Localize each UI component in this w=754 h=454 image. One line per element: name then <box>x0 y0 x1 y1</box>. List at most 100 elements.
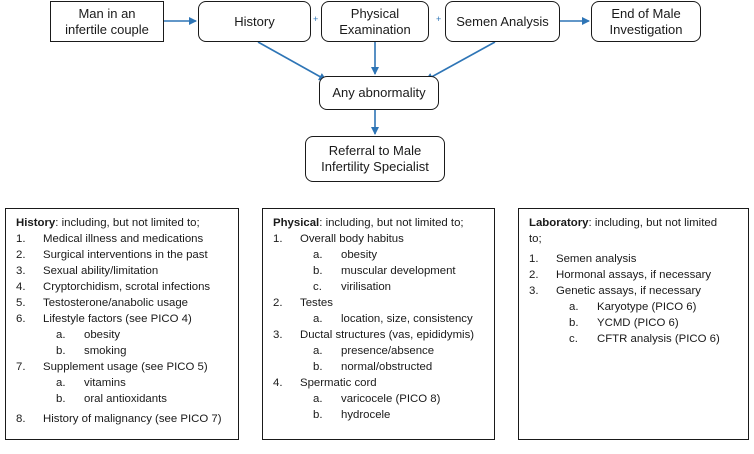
list-sub-item: b.muscular development <box>273 263 486 279</box>
list-sub-item: a. obesity <box>16 327 230 343</box>
list-item-text: vitamins <box>84 377 126 389</box>
list-item-marker: a. <box>313 313 323 325</box>
list-item-marker: a. <box>313 249 323 261</box>
list-item-text: obesity <box>341 249 378 261</box>
list-item-text: Genetic assays, if necessary <box>556 285 701 297</box>
physical-panel-title: Physical: including, but not limited to; <box>273 217 464 229</box>
list-item-marker: a. <box>56 329 66 341</box>
history-panel-title: History: including, but not limited to; <box>16 217 200 229</box>
plus-sign: + <box>436 14 442 24</box>
list-item-text: smoking <box>84 345 127 357</box>
list-sub-item: b.YCMD (PICO 6) <box>529 315 740 331</box>
list-sub-item: a. Karyotype (PICO 6) <box>529 299 740 315</box>
list-item-marker: 5. <box>16 297 26 309</box>
list-item-marker: a. <box>569 301 579 313</box>
list-item-marker: 8. <box>16 413 26 425</box>
list-item-text: History of malignancy (see PICO 7) <box>43 413 222 425</box>
list-item: 3. Ductal structures (vas, epididymis) <box>273 327 486 343</box>
list-sub-item: b. smoking <box>16 343 230 359</box>
list-item-text: Hormonal assays, if necessary <box>556 269 712 281</box>
list-item-marker: 2. <box>273 297 283 309</box>
list-item-text: presence/absence <box>341 345 435 357</box>
list-item-marker: 4. <box>16 281 26 293</box>
history-panel: History: including, but not limited to; … <box>5 208 239 440</box>
list-item: 4.Cryptorchidism, scrotal infections <box>16 279 230 295</box>
history-list: 1. Medical illness and medications 2.Surgi… <box>16 231 230 427</box>
list-item-marker: 6. <box>16 313 26 325</box>
list-item-marker: b. <box>56 345 66 357</box>
list-item: 1. Semen analysis <box>529 251 740 267</box>
list-item-marker: 7. <box>16 361 26 373</box>
list-sub-item: b. normal/obstructed <box>273 359 486 375</box>
list-sub-item: a. vitamins <box>16 375 230 391</box>
list-item-text: obesity <box>84 329 121 341</box>
list-item-marker: 3. <box>529 285 539 297</box>
list-item: 5. Testosterone/anabolic usage <box>16 295 230 311</box>
list-item-marker: c. <box>313 281 322 293</box>
list-item-text: muscular development <box>341 265 456 277</box>
list-item: 2. Testes <box>273 295 486 311</box>
arrow-history-to-abnormality <box>257 41 327 81</box>
list-item-marker: b. <box>56 393 66 405</box>
node-referral-specialist: Referral to Male Infertility Specialist <box>305 136 445 182</box>
list-item-marker: a. <box>313 345 323 357</box>
list-sub-item: b.hydrocele <box>273 407 486 423</box>
laboratory-list: 1. Semen analysis 2. Hormonal assays, if ne… <box>529 251 740 347</box>
list-item-marker: b. <box>313 361 323 373</box>
list-item: 2.Surgical interventions in the past <box>16 247 230 263</box>
list-sub-item: a. obesity <box>273 247 486 263</box>
list-item-marker: 1. <box>529 253 539 265</box>
list-item: 1. Overall body habitus <box>273 231 486 247</box>
list-item-text: Testes <box>300 297 333 309</box>
node-any-abnormality: Any abnormality <box>319 76 439 110</box>
list-item: 6. Lifestyle factors (see PICO 4) <box>16 311 230 327</box>
list-sub-item: c. CFTR analysis (PICO 6) <box>529 331 740 347</box>
list-item-text: Semen analysis <box>556 253 637 265</box>
list-item-text: Medical illness and medications <box>43 233 204 245</box>
list-item-text: Supplement usage (see PICO 5) <box>43 361 208 373</box>
list-item: 2. Hormonal assays, if necessary <box>529 267 740 283</box>
arrow-semen-to-abnormality <box>425 41 496 81</box>
list-item: 3. Sexual ability/limitation <box>16 263 230 279</box>
plus-sign: + <box>313 14 319 24</box>
list-item-marker: 2. <box>529 269 539 281</box>
list-item-marker: a. <box>313 393 323 405</box>
list-item-text: Overall body habitus <box>300 233 404 245</box>
list-item-marker: 1. <box>16 233 26 245</box>
list-sub-item: b. oral antioxidants <box>16 391 230 407</box>
list-item-text: varicocele (PICO 8) <box>341 393 441 405</box>
list-item-text: Ductal structures (vas, epididymis) <box>300 329 475 341</box>
list-item-text: location, size, consistency <box>341 313 473 325</box>
list-item: 4. Spermatic cord <box>273 375 486 391</box>
node-semen-analysis: Semen Analysis <box>445 1 560 42</box>
list-item-marker: 1. <box>273 233 283 245</box>
node-history: History <box>198 1 311 42</box>
list-item-text: Karyotype (PICO 6) <box>597 301 697 313</box>
list-item: 7. Supplement usage (see PICO 5) <box>16 359 230 375</box>
list-item: 8. History of malignancy (see PICO 7) <box>16 411 230 427</box>
list-sub-item: a. location, size, consistency <box>273 311 486 327</box>
list-item-text: Sexual ability/limitation <box>43 265 159 277</box>
list-item-text: hydrocele <box>341 409 391 421</box>
list-item: 1. Medical illness and medications <box>16 231 230 247</box>
list-item-marker: 2. <box>16 249 26 261</box>
list-sub-item: a. presence/absence <box>273 343 486 359</box>
list-item-marker: c. <box>569 333 578 345</box>
list-item-marker: 3. <box>273 329 283 341</box>
list-item-text: CFTR analysis (PICO 6) <box>597 333 720 345</box>
list-item-text: oral antioxidants <box>84 393 167 405</box>
list-item-text: normal/obstructed <box>341 361 433 373</box>
list-item-marker: 3. <box>16 265 26 277</box>
node-man-infertile-couple: Man in an infertile couple <box>50 1 164 42</box>
list-item-text: Testosterone/anabolic usage <box>43 297 189 309</box>
list-sub-item: c. virilisation <box>273 279 486 295</box>
list-item-text: virilisation <box>341 281 392 293</box>
list-item-marker: 4. <box>273 377 283 389</box>
list-item-text: Lifestyle factors (see PICO 4) <box>43 313 192 325</box>
list-item-marker: a. <box>56 377 66 389</box>
list-item-text: Spermatic cord <box>300 377 377 389</box>
list-item-marker: b. <box>569 317 579 329</box>
